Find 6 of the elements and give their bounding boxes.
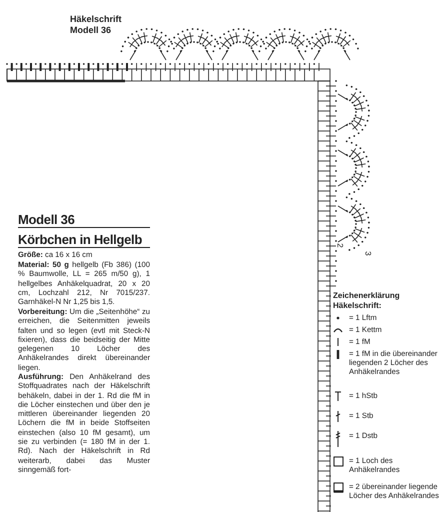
legend-heading: Zeichenerklärung Häkelschrift: bbox=[333, 291, 401, 311]
title: Körbchen in Hellgelb bbox=[18, 232, 150, 248]
round-number: 2 bbox=[336, 243, 345, 248]
chart-heading: Häkelschrift Modell 36 bbox=[70, 14, 123, 36]
heading: Modell 36 bbox=[18, 212, 150, 228]
round-number: 3 bbox=[364, 251, 373, 256]
